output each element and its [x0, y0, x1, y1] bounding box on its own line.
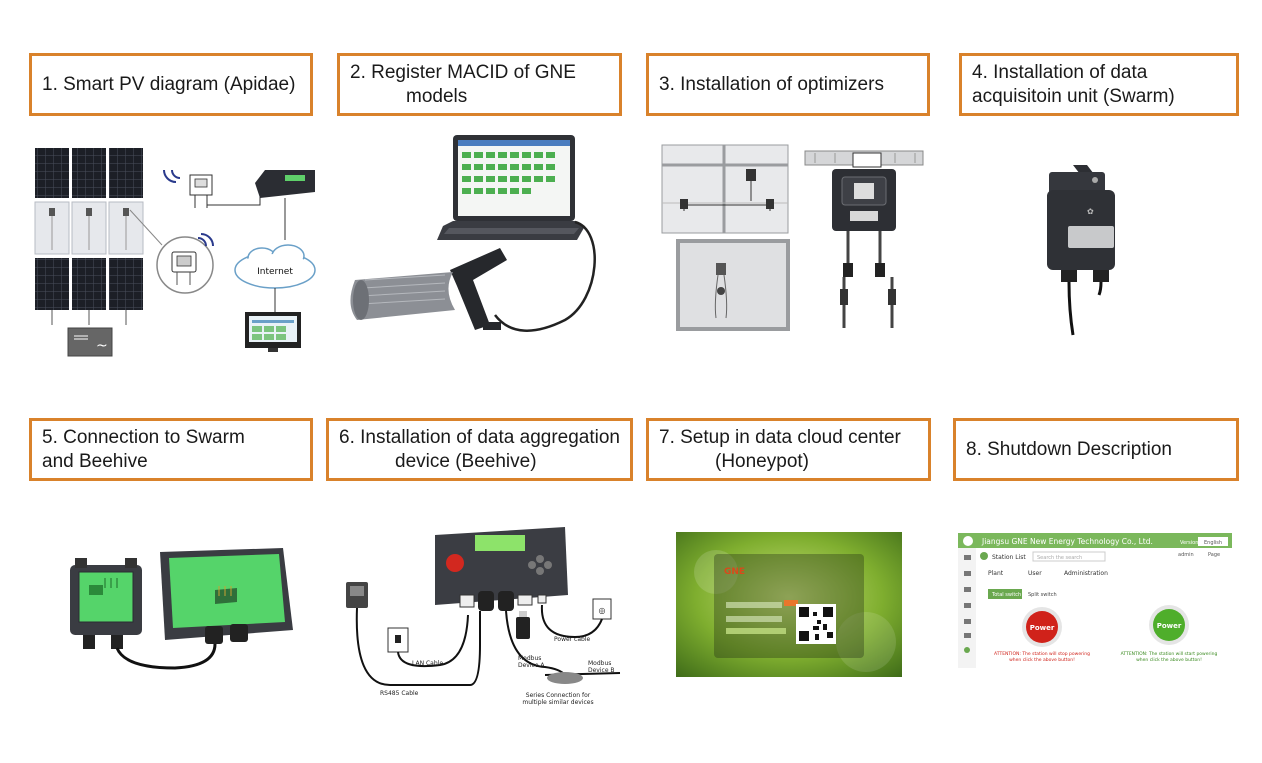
step-box-8: 8. Shutdown Description: [953, 418, 1239, 481]
monitor-icon: [245, 312, 301, 352]
device-b-label: Modbus: [588, 660, 611, 667]
series-label-2: multiple similar devices: [522, 699, 593, 706]
attention-start-text: ATTENTION: The station will start poweri…: [1121, 651, 1218, 657]
optimizer-unit-closeup: [804, 150, 924, 328]
honeypot-login-screenshot: GNE: [676, 532, 902, 677]
step-title-line2: device (Beehive): [395, 450, 537, 472]
step-box-5: 5. Connection to Swarm and Beehive: [29, 418, 313, 481]
step-box-1: 1. Smart PV diagram (Apidae): [29, 53, 313, 116]
gne-logo: GNE: [724, 567, 745, 577]
swarm-unit: [163, 169, 261, 208]
step-title: 8. Shutdown Description: [966, 438, 1172, 460]
swarm-unit-illustration: ✿: [1035, 160, 1125, 340]
power-start-label: Power: [1157, 622, 1182, 630]
inverter-icon: ~: [51, 310, 127, 357]
attention-stop-text: ATTENTION: The station will stop powerin…: [994, 651, 1090, 657]
pv-diagram: Internet ~: [30, 140, 330, 365]
optimizer-installation-illustration: [660, 143, 930, 333]
step-box-4: 4. Installation of data acquisitoin unit…: [959, 53, 1239, 116]
step-title: 6. Installation of data aggregation: [339, 426, 620, 448]
register-macid-illustration: [345, 130, 615, 345]
page-label[interactable]: Page: [1208, 552, 1220, 558]
power-stop-button[interactable]: Power: [1022, 607, 1062, 647]
split-switch-tab[interactable]: Split switch: [1028, 592, 1057, 598]
barcode-scanner-icon: [450, 248, 507, 330]
power-socket: ◎: [592, 598, 612, 620]
attention-stop-text-2: when click the above button!: [1009, 657, 1075, 663]
step-title: 5. Connection to Swarm: [42, 426, 245, 448]
power-cable-label: Power cable: [554, 636, 590, 643]
zoom-optimizer: [129, 209, 214, 294]
panel-frame-top: [661, 144, 789, 234]
step-title: 3. Installation of optimizers: [659, 73, 884, 95]
swarm-small: [346, 582, 368, 608]
step-title-line2: (Honeypot): [715, 450, 809, 472]
step-title: 1. Smart PV diagram (Apidae): [42, 73, 296, 95]
lan-cable-label: LAN Cable: [412, 660, 443, 667]
total-switch-tab[interactable]: Total switch: [991, 592, 1021, 598]
step-title: 7. Setup in data cloud center: [659, 426, 901, 448]
rs485-cable-label: RS485 Cable: [380, 690, 419, 697]
internet-cloud: Internet: [234, 198, 316, 312]
app-header: Jiangsu GNE New Energy Technology Co., L…: [981, 537, 1153, 546]
step-box-7: 7. Setup in data cloud center (Honeypot): [646, 418, 931, 481]
step-title: 4. Installation of data: [972, 61, 1148, 83]
step-title-line2: models: [406, 85, 468, 107]
usb-stick: [516, 611, 530, 639]
step-box-3: 3. Installation of optimizers: [646, 53, 930, 116]
user-label[interactable]: admin: [1178, 552, 1194, 558]
svg-text:✿: ✿: [1087, 207, 1094, 216]
internet-label: Internet: [257, 267, 293, 277]
panel-frame-bottom: [676, 239, 790, 331]
step-box-2: 2. Register MACID of GNE models: [337, 53, 622, 116]
device-a-label-2: Device A: [518, 662, 545, 669]
attention-start-text-2: when click the above button!: [1136, 657, 1202, 663]
step-title-line2: acquisitoin unit (Swarm): [972, 85, 1175, 107]
step-title-line2: and Beehive: [42, 450, 148, 472]
step-title: 2. Register MACID of GNE: [350, 61, 576, 83]
version-label: Version: [1180, 540, 1198, 546]
shutdown-screenshot: Jiangsu GNE New Energy Technology Co., L…: [958, 533, 1232, 668]
beehive-unit: [255, 170, 315, 198]
device-a-label: Modbus: [518, 655, 541, 662]
swarm-beehive-connection: [65, 540, 300, 680]
qr-code-icon: [796, 604, 836, 644]
tab-plant[interactable]: Plant: [988, 570, 1004, 577]
beehive-open-box: [160, 548, 293, 644]
lan-socket: [387, 627, 409, 653]
step-box-6: 6. Installation of data aggregation devi…: [326, 418, 633, 481]
search-input[interactable]: Search the search: [1037, 555, 1082, 561]
tab-administration[interactable]: Administration: [1064, 570, 1108, 577]
laptop-icon: [437, 135, 585, 240]
power-start-button[interactable]: Power: [1149, 605, 1189, 645]
barcode-label-roll: [350, 272, 455, 320]
series-label: Series Connection for: [526, 692, 591, 699]
language-select[interactable]: English: [1204, 540, 1222, 546]
swarm-open-box: [70, 558, 142, 649]
svg-text:◎: ◎: [599, 606, 606, 615]
station-list-label[interactable]: Station List: [992, 554, 1026, 561]
svg-text:~: ~: [96, 338, 108, 354]
solar-panels: [34, 148, 144, 310]
beehive-device: [435, 527, 568, 611]
tab-user[interactable]: User: [1028, 570, 1042, 577]
beehive-installation-illustration: ◎ LAN Cable RS485 Cable Power cable Modb…: [340, 525, 630, 710]
device-b-label-2: Device B: [588, 667, 615, 674]
power-stop-label: Power: [1030, 624, 1055, 632]
